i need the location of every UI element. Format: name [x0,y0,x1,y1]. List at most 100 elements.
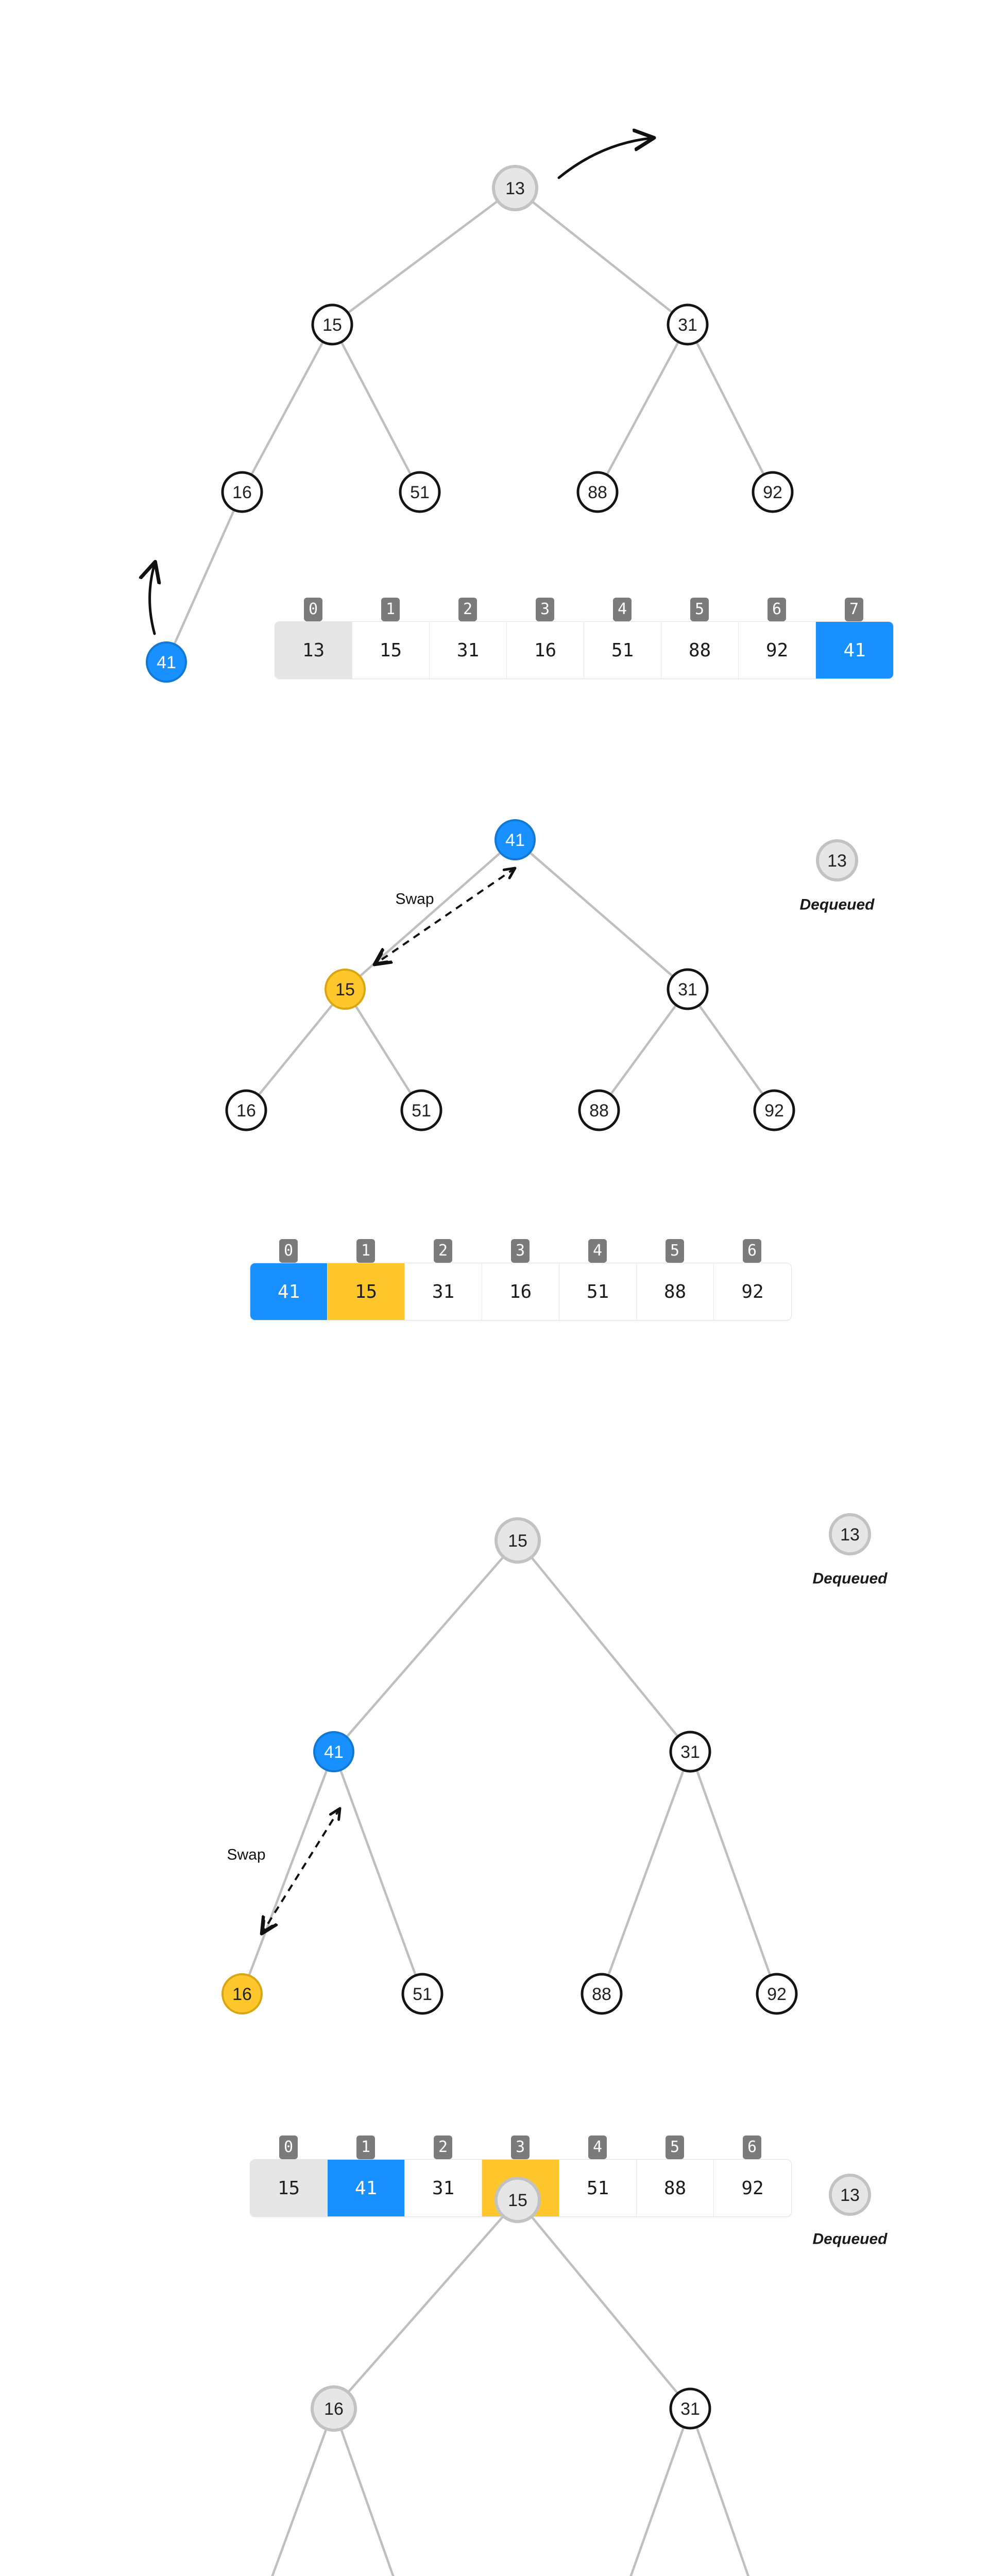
array-cell[interactable]: 15 [328,1263,405,1320]
node-41[interactable]: 41 [494,819,536,860]
node-circle [325,969,366,1010]
tree-edges [173,199,765,646]
node-31[interactable]: 31 [667,303,709,346]
tree-edge [345,1555,505,1738]
array-cell[interactable]: 16 [482,1263,559,1320]
array-cell[interactable]: 92 [714,2160,791,2216]
node-circle [667,303,709,346]
tree-edge [354,1004,412,1095]
node-88[interactable]: 88 [578,1089,620,1131]
array-index-badge: 2 [434,1239,452,1263]
node-92[interactable]: 92 [756,1973,798,2015]
swap-arrowhead-end [374,952,389,965]
node-41[interactable]: 41 [313,1731,354,1772]
node-31[interactable]: 31 [667,968,709,1010]
node-circle [221,1973,263,2014]
node-circle [494,2177,541,2223]
array-cell[interactable]: 51 [584,622,661,679]
tree-edge [607,1769,685,1977]
array-index-badge: 3 [511,2136,530,2159]
array-cell[interactable]: 16 [507,622,584,679]
node-circle [400,1089,442,1131]
node-15[interactable]: 15 [311,303,353,346]
array-cell[interactable]: 88 [661,622,739,679]
array-index-badge: 4 [613,598,632,621]
tree-edge [605,341,680,476]
array-index-badge: 2 [458,598,477,621]
array-index-badge: 6 [743,1239,761,1263]
array-index-badge: 5 [666,1239,684,1263]
array-index-badge: 2 [434,2136,452,2159]
array-cell[interactable]: 31 [405,2160,482,2216]
node-51[interactable]: 51 [399,471,441,513]
tree-edge [173,509,235,646]
node-circle [311,303,353,346]
tree-edge [530,1556,679,1738]
tree-edge [531,200,674,314]
tree-edge [339,1769,417,1977]
insert-bubble-up-arrow [150,564,155,635]
tree-edge [257,1003,334,1096]
node-88[interactable]: 88 [576,471,619,513]
tree-edge [347,199,499,314]
node-16[interactable]: 16 [311,2385,357,2432]
array-index-badge: 1 [356,1239,375,1263]
array-cell[interactable]: 51 [559,2160,637,2216]
tree-edge [339,2428,395,2576]
node-16[interactable]: 16 [221,471,263,513]
tree-edges [257,851,764,1096]
tree-edges [248,1555,772,1977]
dequeued-caption: Dequeued [799,896,875,913]
swap-label: Swap [227,1846,265,1863]
array-cell[interactable]: 41 [328,2160,405,2216]
node-15[interactable]: 15 [494,2177,541,2223]
node-31[interactable]: 31 [669,2387,711,2430]
array-index-badge: 4 [588,1239,607,1263]
array-cell[interactable]: 88 [637,1263,714,1320]
array-cell[interactable]: 88 [637,2160,714,2216]
node-circle [225,1089,267,1131]
array-cell[interactable]: 15 [250,2160,328,2216]
node-circle [399,471,441,513]
array-cell[interactable]: 41 [250,1263,328,1320]
node-15[interactable]: 15 [494,1517,541,1564]
array-cell[interactable]: 31 [430,622,507,679]
array-cell[interactable]: 31 [405,1263,482,1320]
tree-edge [359,851,502,978]
node-51[interactable]: 51 [401,1973,444,2015]
array-cell[interactable]: 15 [352,622,430,679]
node-51[interactable]: 51 [400,1089,442,1131]
tree-edge [250,341,325,476]
node-88[interactable]: 88 [581,1973,623,2015]
array-cell[interactable]: 41 [816,622,893,679]
array-cell[interactable]: 51 [559,1263,637,1320]
node-92[interactable]: 92 [753,1089,795,1131]
node-16[interactable]: 16 [221,1973,263,2014]
array-cell[interactable]: 92 [714,1263,791,1320]
node-15[interactable]: 15 [325,969,366,1010]
node-31[interactable]: 31 [669,1731,711,1773]
dequeued-caption: Dequeued [812,1570,888,1587]
tree-edges [271,2215,749,2576]
root-dequeue-arrow [557,138,652,179]
array-cell[interactable]: 92 [739,622,816,679]
node-16[interactable]: 16 [225,1089,267,1131]
node-circle [146,641,187,683]
swap-arrowhead-end [261,1919,274,1934]
array-index-badge: 5 [690,598,709,621]
node-41[interactable]: 41 [146,641,187,683]
tree-edge [695,2426,749,2576]
node-13[interactable]: 13 [492,165,538,211]
node-circle [756,1973,798,2015]
node-92[interactable]: 92 [752,471,794,513]
array-cell[interactable]: 13 [275,622,352,679]
